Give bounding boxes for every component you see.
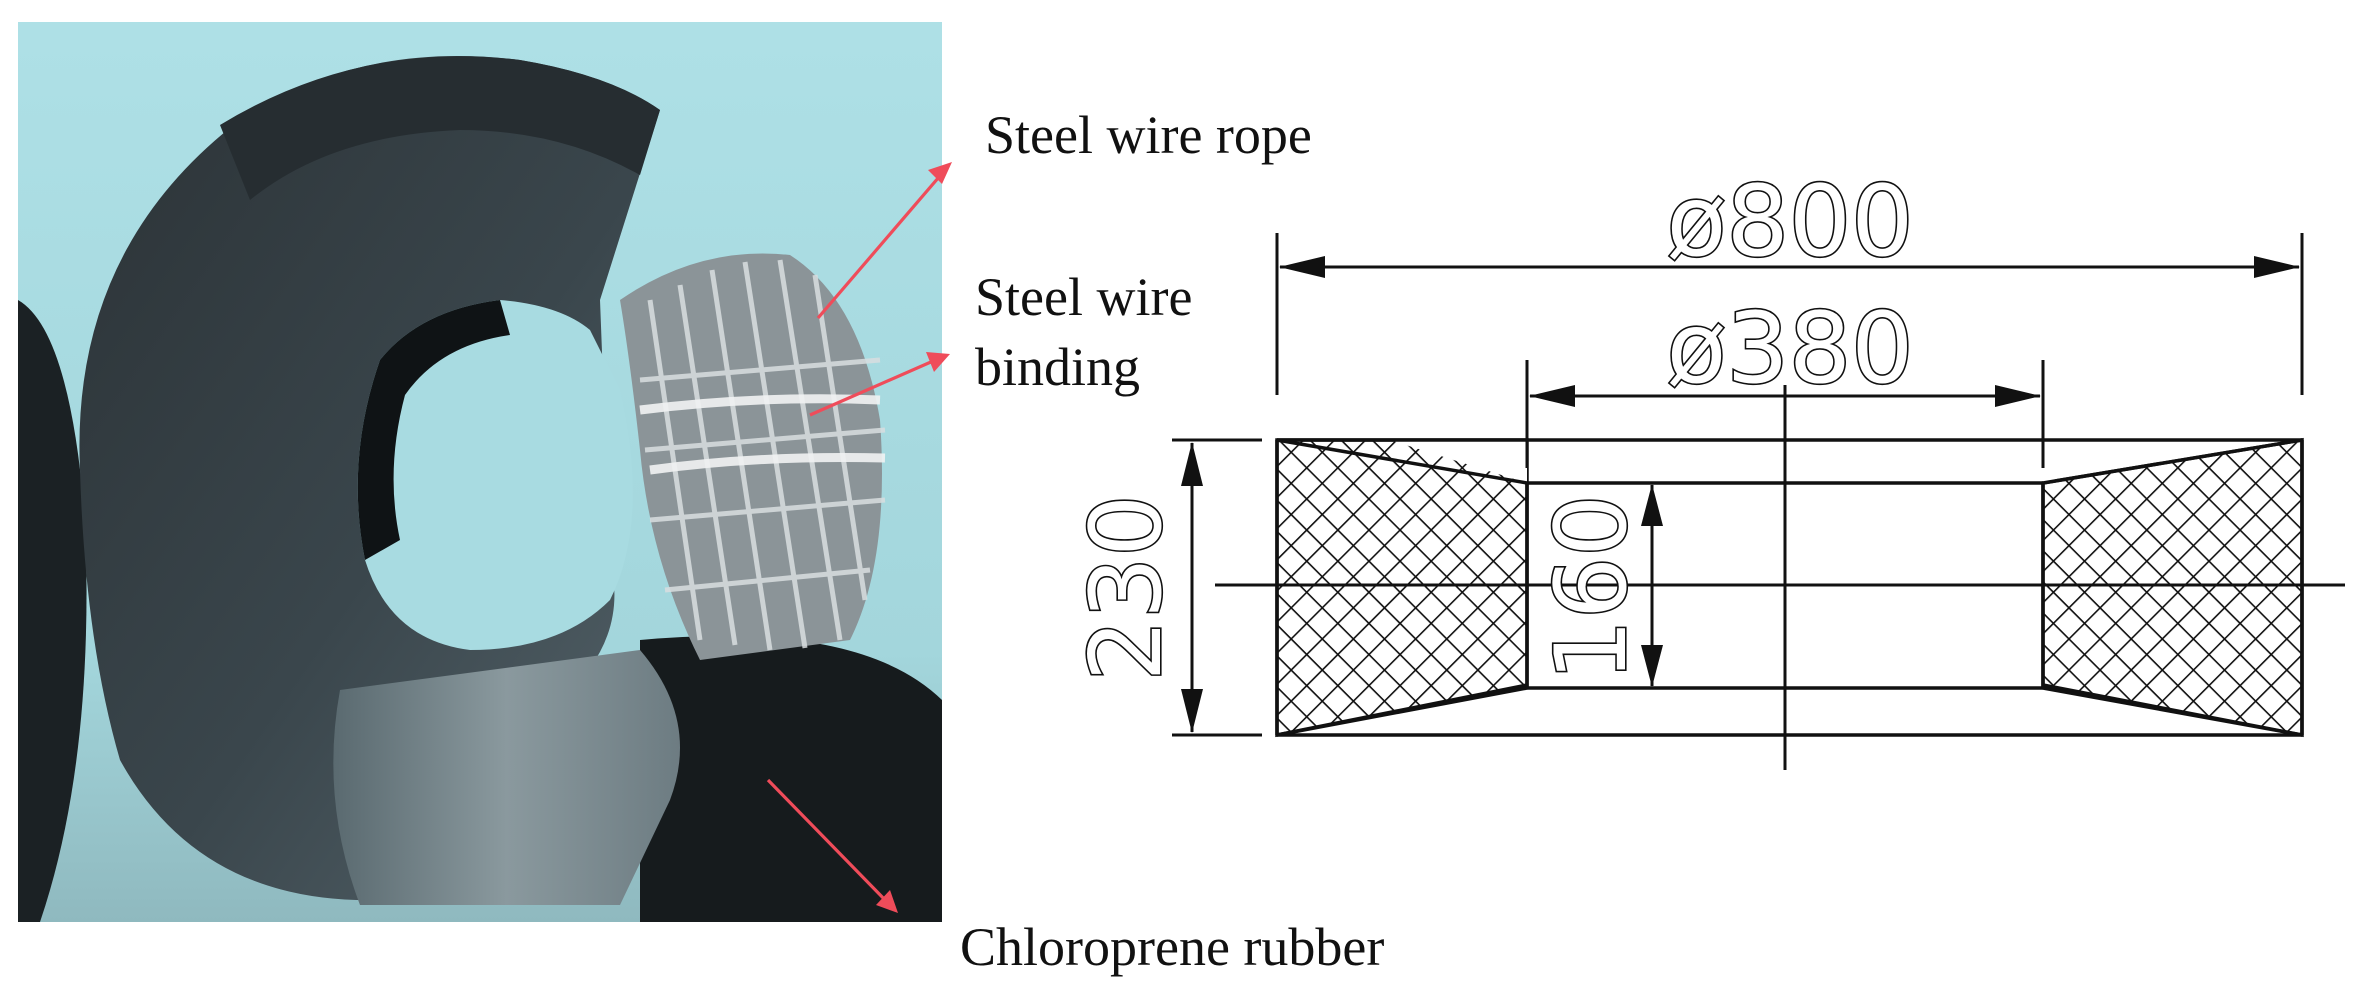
section-left bbox=[1275, 438, 1529, 738]
label-chloroprene-rubber: Chloroprene rubber bbox=[960, 917, 1384, 977]
ring-top-edge bbox=[220, 56, 660, 200]
photo-annotation-arrows bbox=[766, 162, 952, 913]
technical-drawing: ø800 ø380 230 160 bbox=[1068, 163, 2345, 770]
section-right-trim-bottom bbox=[2043, 688, 2180, 735]
section-left-trim-bottom bbox=[1390, 688, 1527, 735]
dim-outer-diameter: ø800 bbox=[1666, 165, 1913, 279]
section-right bbox=[2041, 437, 2304, 738]
neighbour-pad-right bbox=[640, 636, 942, 922]
neighbour-pad-left bbox=[18, 300, 87, 922]
ring-inner-wall bbox=[357, 300, 510, 560]
section-right-trim bbox=[2043, 440, 2180, 483]
label-steel-wire-binding-line2: binding bbox=[975, 337, 1140, 397]
ring-cut-face bbox=[333, 650, 680, 905]
rubber-pad-photo bbox=[18, 22, 942, 922]
dim-height: 230 bbox=[1070, 494, 1184, 681]
ring-inner-hole bbox=[357, 300, 633, 650]
section-left-trim bbox=[1390, 440, 1527, 483]
dim-inner-diameter: ø380 bbox=[1666, 292, 1913, 406]
dim-inner-height: 160 bbox=[1535, 494, 1649, 681]
label-steel-wire-binding-line1: Steel wire bbox=[975, 267, 1192, 327]
label-steel-wire-rope: Steel wire rope bbox=[985, 105, 1312, 165]
